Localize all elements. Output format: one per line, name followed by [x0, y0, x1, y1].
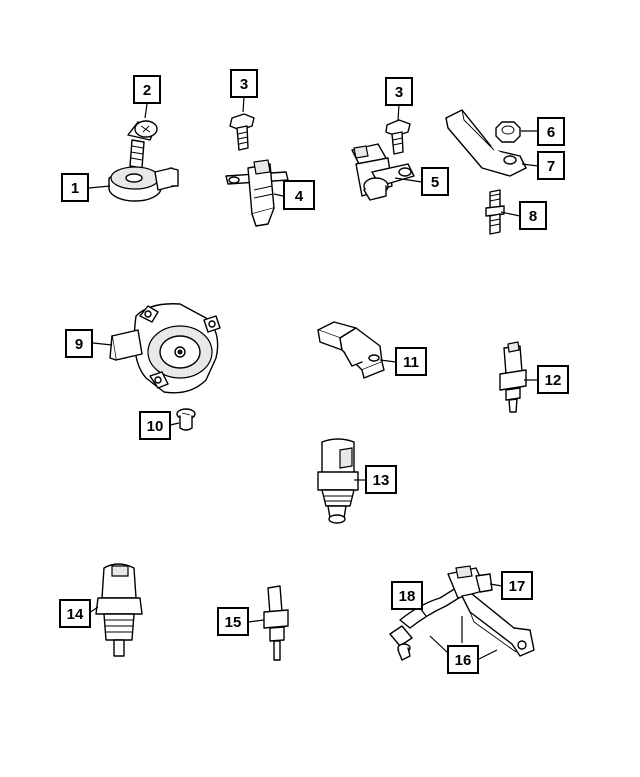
svg-text:4: 4: [295, 188, 304, 205]
part-2-bolt-drawing: [127, 120, 158, 169]
part-15-sensor-drawing: [263, 585, 289, 661]
svg-text:3: 3: [240, 76, 248, 93]
part-7-bracket-drawing: [445, 109, 527, 177]
part-11-sensor-drawing: [317, 321, 385, 379]
svg-text:2: 2: [143, 82, 151, 99]
callout-9: 9: [65, 329, 93, 358]
svg-text:3: 3: [395, 84, 403, 101]
callout-16: 16: [447, 645, 479, 674]
callout-13: 13: [365, 465, 397, 494]
part-1-knock-sensor-drawing: [108, 166, 179, 202]
callout-10: 10: [139, 411, 171, 440]
callout-4: 4: [283, 180, 315, 210]
svg-text:8: 8: [529, 208, 537, 225]
callout-17: 17: [501, 571, 533, 600]
svg-text:7: 7: [547, 158, 555, 175]
part-10-screw-drawing: [176, 408, 196, 431]
svg-text:18: 18: [399, 588, 416, 605]
leader-lines: [88, 96, 539, 661]
part-13-sensor-drawing: [317, 438, 359, 524]
svg-text:14: 14: [67, 606, 84, 623]
callout-5: 5: [421, 167, 449, 196]
svg-text:15: 15: [225, 614, 242, 631]
callout-8: 8: [519, 201, 547, 230]
part-14-sensor-drawing: [95, 563, 143, 657]
svg-text:10: 10: [147, 418, 164, 435]
svg-text:9: 9: [75, 336, 83, 353]
part-6-nut-drawing: [495, 121, 521, 143]
part-9-actuator-drawing: [109, 303, 221, 394]
svg-text:13: 13: [373, 472, 390, 489]
callout-7: 7: [537, 151, 565, 180]
callout-3-center: 3: [385, 77, 413, 106]
callout-18: 18: [391, 581, 423, 610]
svg-text:6: 6: [547, 124, 555, 141]
svg-text:11: 11: [403, 354, 419, 371]
part-4-sensor-drawing: [225, 159, 289, 227]
part-8-stud-drawing: [485, 189, 505, 235]
part-16-17-18-assembly-drawing: [389, 565, 535, 661]
callout-11: 11: [395, 347, 427, 376]
callout-15: 15: [217, 607, 249, 636]
part-3-bolt-center-drawing: [385, 119, 411, 155]
callout-6: 6: [537, 117, 565, 146]
callout-2: 2: [133, 75, 161, 104]
svg-text:5: 5: [431, 174, 439, 191]
callout-12: 12: [537, 365, 569, 394]
callout-14: 14: [59, 599, 91, 628]
callout-3-left: 3: [230, 69, 258, 98]
svg-text:17: 17: [509, 578, 526, 595]
callout-1: 1: [61, 173, 89, 202]
part-12-sensor-drawing: [499, 341, 527, 413]
part-5-sensor-drawing: [351, 143, 415, 201]
svg-text:1: 1: [71, 180, 79, 197]
svg-text:16: 16: [455, 652, 472, 669]
part-3-bolt-left-drawing: [229, 113, 255, 151]
svg-text:12: 12: [545, 372, 562, 389]
